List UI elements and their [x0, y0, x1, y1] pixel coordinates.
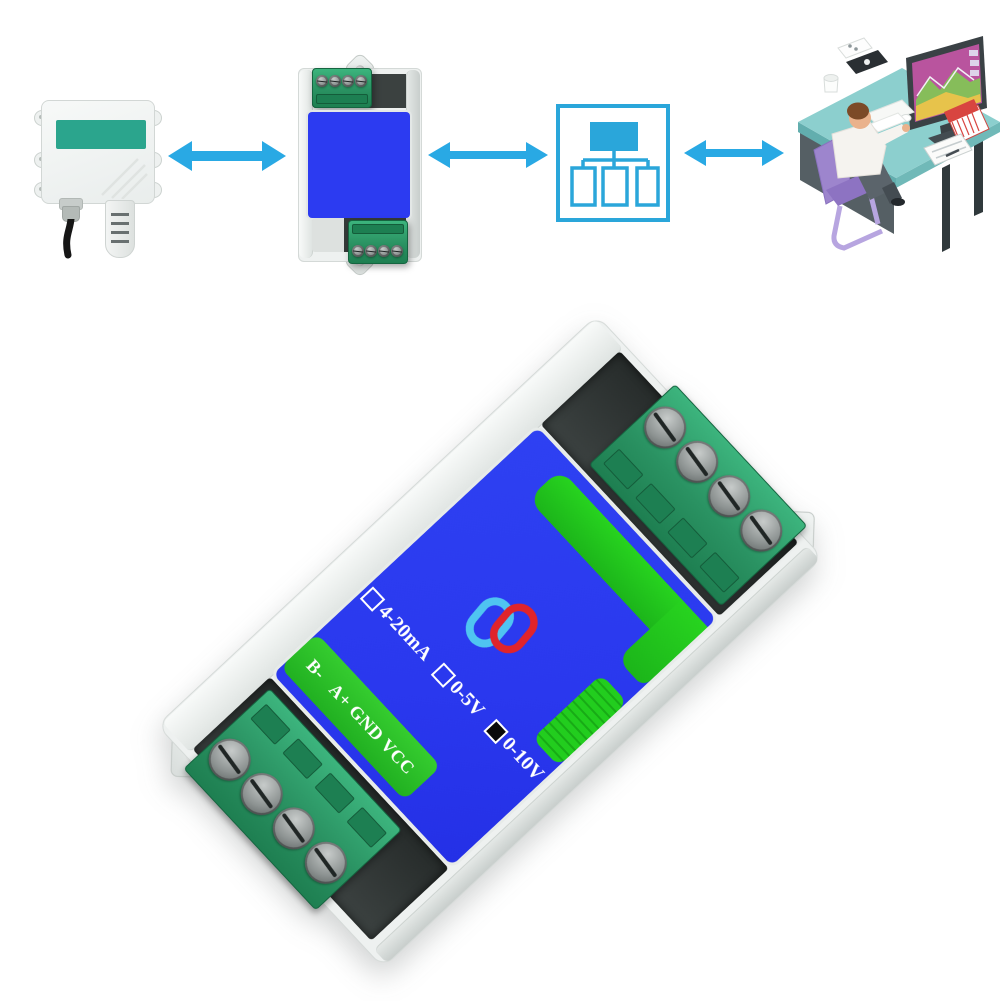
module-face-label: 4-20mA 0-5V 0-10V B- A+ GND VCC: [273, 427, 717, 866]
terminal-screw: [391, 245, 403, 257]
module-face-label: [308, 112, 410, 218]
terminal-block-top: [312, 68, 372, 108]
double-headed-arrow-icon: [684, 140, 784, 166]
converter-module-product: 4-20mA 0-5V 0-10V B- A+ GND VCC: [156, 314, 824, 969]
sensor-vent-lines: [101, 158, 148, 199]
probe-vent-slots: [111, 213, 129, 245]
option-0-10v: 0-10V: [482, 717, 548, 786]
notepad: [923, 133, 973, 166]
terminal-screw: [342, 75, 354, 87]
option-4-20ma: 4-20mA: [358, 584, 436, 665]
wire-slot-row: [316, 94, 368, 104]
wire-slot: [314, 772, 355, 814]
desk-calendar: [944, 99, 990, 144]
wire-slot: [250, 703, 291, 745]
wire-slot-row: [352, 224, 404, 234]
phone: [837, 37, 873, 59]
pin-label-vcc: VCC: [376, 734, 420, 778]
sensor-probe: [105, 200, 135, 258]
pin-label-b-minus: B-: [302, 655, 331, 683]
option-label: 0-5V: [444, 676, 490, 722]
terminal-screw: [316, 75, 328, 87]
sensor-enclosure: [41, 100, 155, 204]
terminal-screw: [378, 245, 390, 257]
terminal-block-bottom: [348, 220, 408, 264]
papers-and-mouse: [865, 99, 915, 133]
coffee-cup: [823, 74, 839, 93]
wire-slot: [282, 738, 323, 780]
wire-slot: [635, 482, 676, 525]
wire-slot: [699, 551, 740, 593]
recess-dark-block: [370, 74, 406, 108]
terminal-screw: [352, 245, 364, 257]
network-topology-glyph: [570, 122, 660, 207]
option-label: 4-20mA: [374, 600, 437, 665]
double-headed-arrow-icon: [428, 142, 548, 168]
temperature-humidity-sensor-icon: [34, 94, 162, 259]
wire-slot: [603, 448, 644, 490]
operator-workstation-icon: [798, 36, 1000, 252]
wire-slot: [346, 806, 388, 849]
signal-converter-module-icon: [298, 52, 422, 278]
pin-label-gnd: GND: [345, 700, 389, 745]
sensor-cable: [63, 219, 75, 259]
chain-links-logo: [465, 597, 538, 654]
network-hub-icon: [556, 104, 670, 222]
terminal-screw: [329, 75, 341, 87]
terminal-screw: [355, 75, 367, 87]
sensor-label-plate: [56, 120, 146, 149]
seated-person: [831, 102, 910, 206]
double-headed-arrow-icon: [168, 141, 286, 171]
tablet: [846, 50, 888, 74]
wire-slot: [667, 517, 708, 559]
terminal-screw: [365, 245, 377, 257]
